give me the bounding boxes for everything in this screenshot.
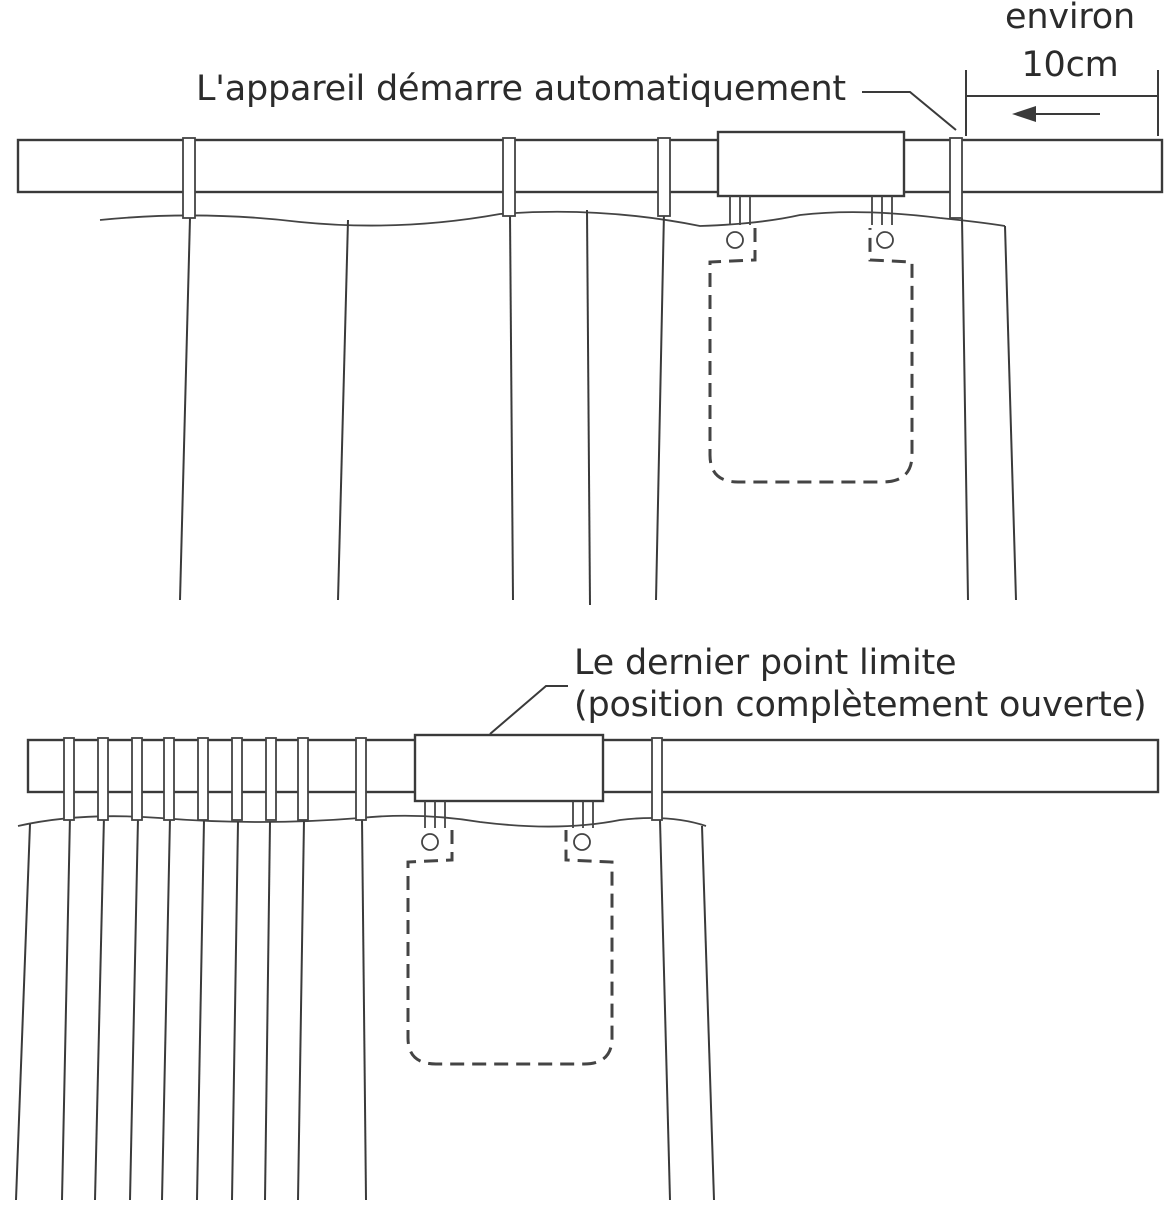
- direction-arrow: [1012, 106, 1036, 122]
- motor-unit-bottom: [413, 733, 605, 803]
- distance-label-line1: environ: [1005, 0, 1135, 37]
- curtain-fabric-bottom: [15, 815, 715, 1201]
- motor-hooks-top: [726, 196, 894, 249]
- limit-label-line1: Le dernier point limite: [574, 643, 957, 683]
- motor-phantom-outline-bottom: [406, 830, 614, 1066]
- motor-unit-top: [716, 130, 906, 198]
- panel-fully-open: [15, 685, 1160, 1201]
- auto-start-label: L'appareil démarre automatiquement: [196, 69, 846, 109]
- curtain-rings-bottom: [63, 737, 663, 821]
- limit-leader: [489, 685, 568, 735]
- curtain-rail-top: [16, 138, 1164, 194]
- panel-auto-start: [16, 70, 1164, 606]
- motor-phantom-outline-top: [708, 228, 914, 484]
- curtain-fabric-top: [179, 209, 1017, 606]
- auto-start-leader: [862, 91, 957, 131]
- motor-hooks-bottom: [421, 801, 594, 851]
- distance-label-line2: 10cm: [1021, 45, 1119, 85]
- limit-label-line2: (position complètement ouverte): [574, 685, 1147, 725]
- curtain-rings-top: [182, 137, 963, 219]
- curtain-top-edge: [99, 210, 1006, 227]
- distance-dimension: [965, 70, 1159, 136]
